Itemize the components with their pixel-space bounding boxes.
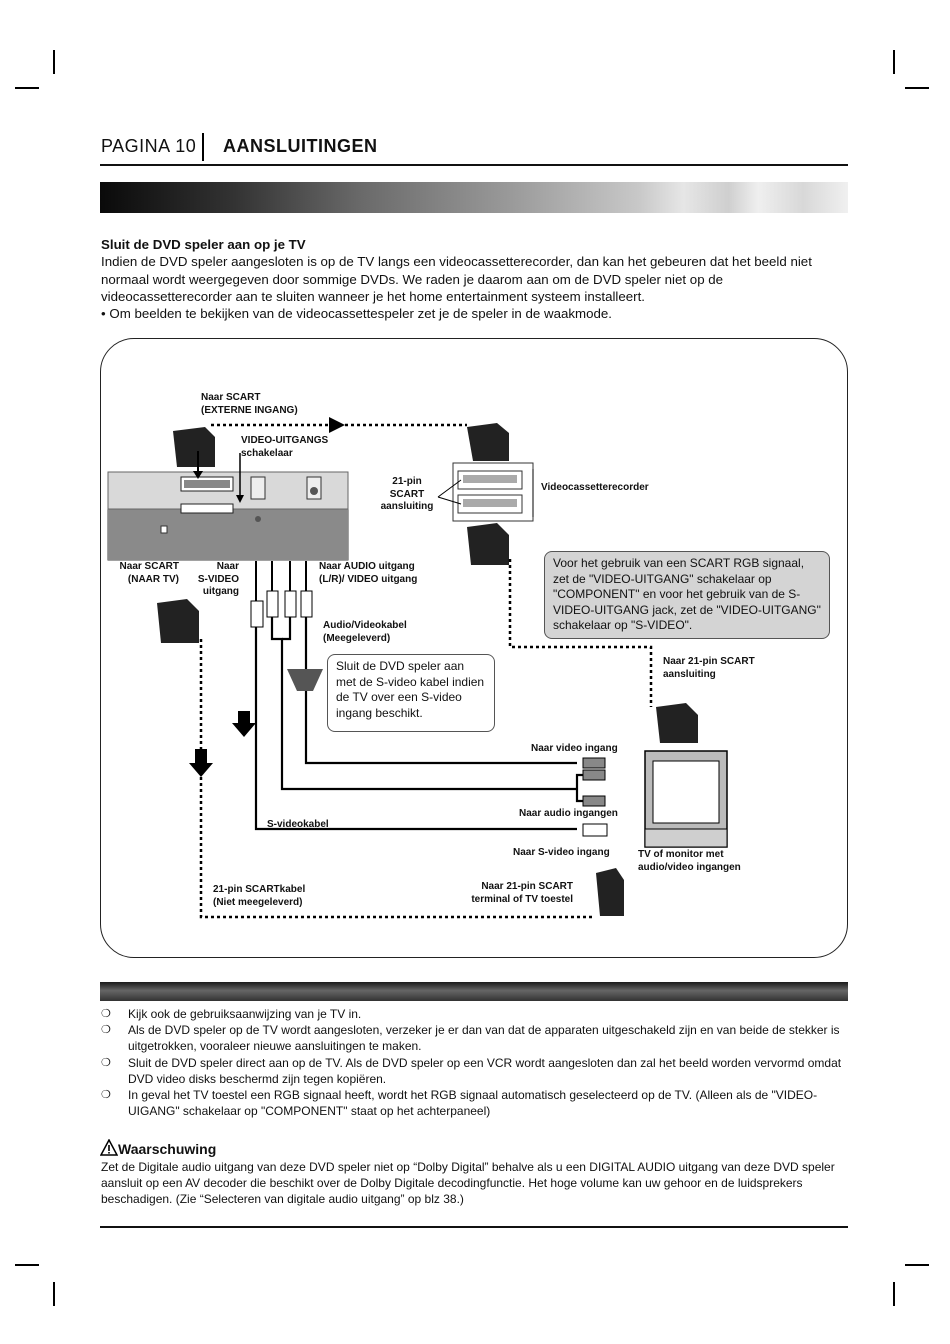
label-naar-terminal: Naar 21-pin SCART terminal of TV toestel [463,881,573,906]
label-line: Naar 21-pin SCART [663,656,755,667]
notes-banner [100,982,848,1001]
label-svideokabel: S-videokabel [267,819,329,830]
circle-bullet-icon: ❍ [101,1008,111,1020]
list-item: ❍ Als de DVD speler op de TV wordt aanges… [101,1022,846,1054]
crop-mark [905,1264,929,1266]
label-line: (Niet meegeleverd) [213,896,303,908]
label-naar-svideo: Naar S-VIDEO uitgang [191,561,239,599]
label-scartkabel: 21-pin SCARTkabel (Niet meegeleverd) [213,884,305,909]
label-line: aansluiting [380,501,434,512]
header-rule [100,164,848,166]
label-naar-audio-ingangen: Naar audio ingangen [519,808,618,819]
page-title: AANSLUITINGEN [223,136,378,156]
header-divider [202,133,204,161]
label-line: terminal of TV toestel [471,893,573,905]
note-svideo: Sluit de DVD speler aan met de S-video k… [327,654,495,732]
diagram-artwork [107,417,728,919]
label-naar-21pin-scart: Naar 21-pin SCART aansluiting [663,656,755,681]
label-line: S-VIDEO [197,573,239,585]
label-line: SCART [389,488,425,500]
label-av-kabel: Audio/Videokabel (Meegeleverd) [323,620,407,645]
label-line: uitgang [202,586,239,597]
label-line: Naar SCART [201,392,261,403]
note-text: In geval het TV toestel een RGB signaal … [128,1088,818,1119]
intro-paragraph: Indien de DVD speler aangesloten is op d… [101,254,812,304]
crop-mark [905,87,929,89]
list-item: ❍ Sluit de DVD speler direct aan op de TV… [101,1055,846,1087]
label-line: VIDEO-UITGANGS [241,435,329,446]
label-line: Naar SCART [119,561,179,572]
list-item: ❍ In geval het TV toestel een RGB signaal… [101,1087,846,1119]
warning-triangle-icon [100,1139,118,1156]
label-line: 21-pin SCARTkabel [213,884,306,895]
label-line: TV of monitor met [638,849,724,860]
note-rgb: Voor het gebruik van een SCART RGB signa… [544,551,830,639]
page-number: PAGINA 10 [101,136,197,156]
label-line: (Meegeleverd) [323,632,391,644]
label-line: (L/R)/ VIDEO uitgang [319,573,418,585]
crop-mark [893,1282,895,1306]
intro-section: Sluit de DVD speler aan op je TV Indien … [101,236,851,322]
footer-rule [100,1226,848,1228]
label-line: Naar [216,561,239,572]
label-naar-svideo-ingang: Naar S-video ingang [513,847,610,858]
circle-bullet-icon: ❍ [101,1024,111,1037]
crop-mark [15,87,39,89]
circle-bullet-icon: ❍ [101,1056,111,1069]
crop-mark [15,1264,39,1266]
label-21pin-scart: 21-pin SCART aansluiting [375,476,439,514]
label-line: Naar AUDIO uitgang [319,561,415,572]
crop-mark [893,50,895,74]
warning-title: Waarschuwing [118,1141,217,1157]
label-naar-video-ingang: Naar video ingang [531,743,618,754]
label-line: schakelaar [241,447,293,459]
circle-bullet-icon: ❍ [101,1089,111,1102]
warning-text: Zet de Digitale audio uitgang van deze D… [101,1160,835,1207]
intro-bullet: • Om beelden te bekijken van de videocas… [101,306,612,322]
label-naar-scart-externe: Naar SCART (EXTERNE INGANG) [201,392,298,417]
label-line: (NAAR TV) [127,573,179,585]
list-item: ❍ Kijk ook de gebruiksaanwijzing van je T… [101,1006,846,1022]
label-video-uitgangs: VIDEO-UITGANGS schakelaar [241,435,328,460]
crop-mark [53,1282,55,1306]
label-naar-scart-tv: Naar SCART (NAAR TV) [113,561,179,586]
label-tv-monitor: TV of monitor met audio/video ingangen [638,849,741,874]
note-text: Sluit de DVD speler direct aan op de TV.… [128,1055,842,1086]
label-line: aansluiting [663,668,716,680]
label-naar-audio: Naar AUDIO uitgang (L/R)/ VIDEO uitgang [319,561,417,586]
connection-diagram: Naar SCART (EXTERNE INGANG) VIDEO-UITGAN… [100,338,848,958]
note-text: Als de DVD speler op de TV wordt aangesl… [128,1023,840,1054]
label-line: Audio/Videokabel [323,620,407,631]
label-line: 21-pin [392,476,422,487]
intro-heading: Sluit de DVD speler aan op je TV [101,237,306,252]
note-text: Kijk ook de gebruiksaanwijzing van je TV… [128,1007,362,1021]
crop-mark [53,50,55,74]
label-line: Naar 21-pin SCART [481,881,573,892]
label-line: audio/video ingangen [638,861,741,873]
label-line: (EXTERNE INGANG) [201,404,298,416]
label-vcr: Videocassetterecorder [541,482,649,493]
section-banner [100,182,848,213]
notes-list: ❍ Kijk ook de gebruiksaanwijzing van je T… [101,1006,846,1119]
